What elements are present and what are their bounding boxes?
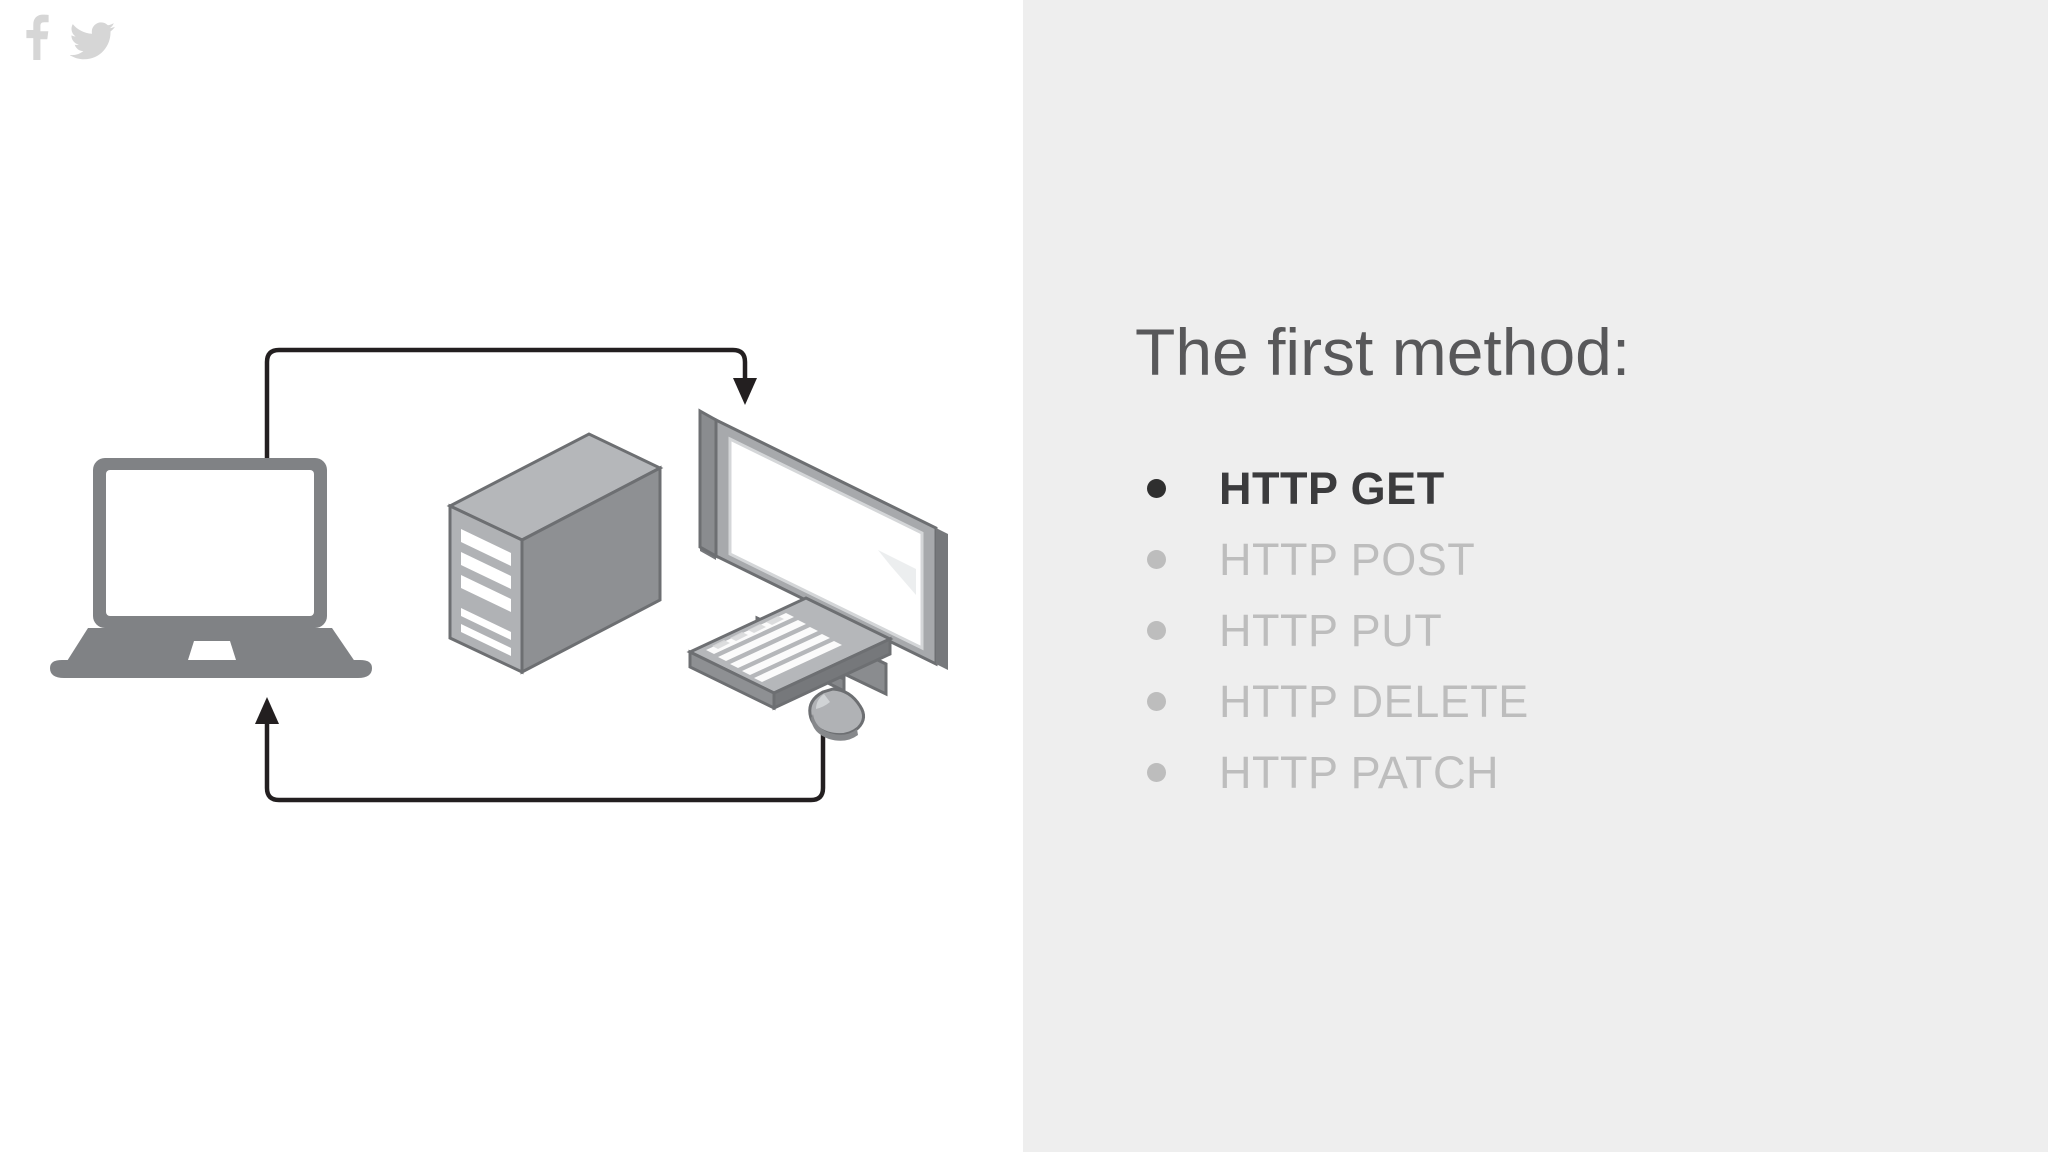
bullet-icon — [1147, 692, 1166, 712]
keyboard — [686, 596, 894, 711]
devices-illustration — [0, 0, 1023, 1152]
bullet-icon — [1147, 479, 1166, 499]
right-content-panel — [1023, 0, 2048, 1152]
list-item-http-patch[interactable]: HTTP PATCH — [1135, 737, 1975, 808]
bullet-icon — [1147, 550, 1166, 570]
list-item-http-post[interactable]: HTTP POST — [1135, 524, 1975, 595]
page-title: The first method: — [1135, 315, 1631, 389]
list-item-label: HTTP PUT — [1219, 604, 1443, 656]
laptop-client — [50, 458, 372, 678]
response-arrow-path — [255, 697, 826, 803]
server-tower — [446, 432, 664, 675]
list-item-http-delete[interactable]: HTTP DELETE — [1135, 666, 1975, 737]
social-bar — [22, 14, 116, 61]
mouse — [808, 687, 865, 741]
list-item-label: HTTP GET — [1219, 462, 1445, 514]
twitter-icon[interactable] — [69, 14, 116, 60]
http-method-list: HTTP GET HTTP POST HTTP PUT HTTP DELETE … — [1135, 453, 1975, 808]
list-item-label: HTTP DELETE — [1219, 675, 1529, 727]
request-arrow-path — [264, 347, 757, 458]
list-item-http-put[interactable]: HTTP PUT — [1135, 595, 1975, 666]
list-item-label: HTTP POST — [1219, 533, 1476, 585]
desktop-monitor — [698, 408, 948, 697]
list-item-label: HTTP PATCH — [1219, 746, 1500, 798]
list-item-http-get[interactable]: HTTP GET — [1135, 453, 1975, 524]
bullet-icon — [1147, 621, 1166, 641]
facebook-icon[interactable] — [22, 14, 52, 61]
bullet-icon — [1147, 763, 1166, 783]
content-column: The first method: HTTP GET HTTP POST HTT… — [1135, 315, 1975, 808]
